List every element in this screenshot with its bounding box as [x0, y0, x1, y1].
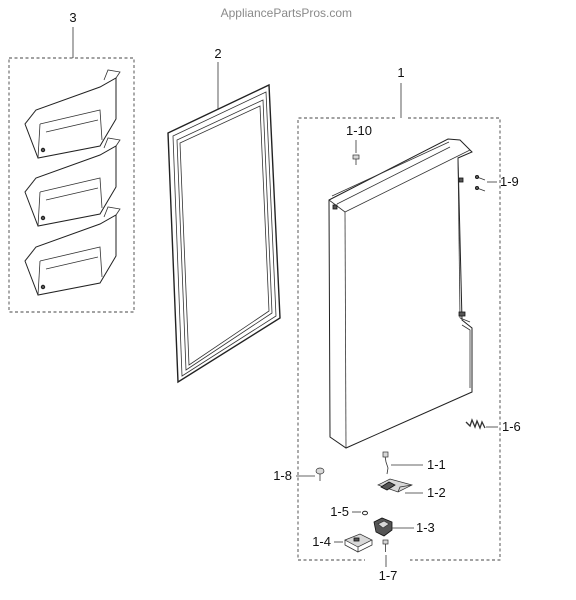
- callout-1[interactable]: 1: [397, 65, 404, 80]
- door-assembly-box-left: [297, 117, 395, 561]
- callout-1-8[interactable]: 1-8: [273, 468, 292, 483]
- shelf-group-box: [8, 57, 135, 313]
- callout-1-6[interactable]: 1-6: [502, 419, 521, 434]
- screw-1-10: [352, 154, 360, 165]
- watermark-text: AppliancePartsPros.com: [221, 6, 352, 20]
- block-1-4: [344, 533, 373, 553]
- door-assembly-box-right: [408, 117, 501, 561]
- hinge-bracket-1-2: [377, 478, 413, 493]
- callout-1-7[interactable]: 1-7: [379, 568, 398, 583]
- door-shelf-middle: [24, 137, 121, 227]
- callout-3[interactable]: 3: [69, 10, 76, 25]
- hinge-cover-1-3: [373, 517, 393, 537]
- spring-1-6: [465, 418, 486, 430]
- screw-1-7: [382, 539, 389, 552]
- hinge-part-1-1: [382, 451, 389, 475]
- door-shelf-bottom: [24, 206, 121, 296]
- pin-1-5: [362, 510, 368, 516]
- callout-1-9[interactable]: 1-9: [500, 174, 519, 189]
- screws-1-9: [474, 174, 486, 192]
- callout-1-2[interactable]: 1-2: [427, 485, 446, 500]
- callout-1-10[interactable]: 1-10: [346, 123, 372, 138]
- callout-1-5[interactable]: 1-5: [330, 504, 349, 519]
- callout-2[interactable]: 2: [214, 46, 221, 61]
- refrigerator-door: [328, 138, 473, 449]
- door-shelf-top: [24, 69, 121, 159]
- callout-1-4[interactable]: 1-4: [312, 534, 331, 549]
- callout-1-3[interactable]: 1-3: [416, 520, 435, 535]
- door-gasket: [167, 83, 281, 384]
- screw-1-8: [315, 467, 325, 481]
- callout-1-1[interactable]: 1-1: [427, 457, 446, 472]
